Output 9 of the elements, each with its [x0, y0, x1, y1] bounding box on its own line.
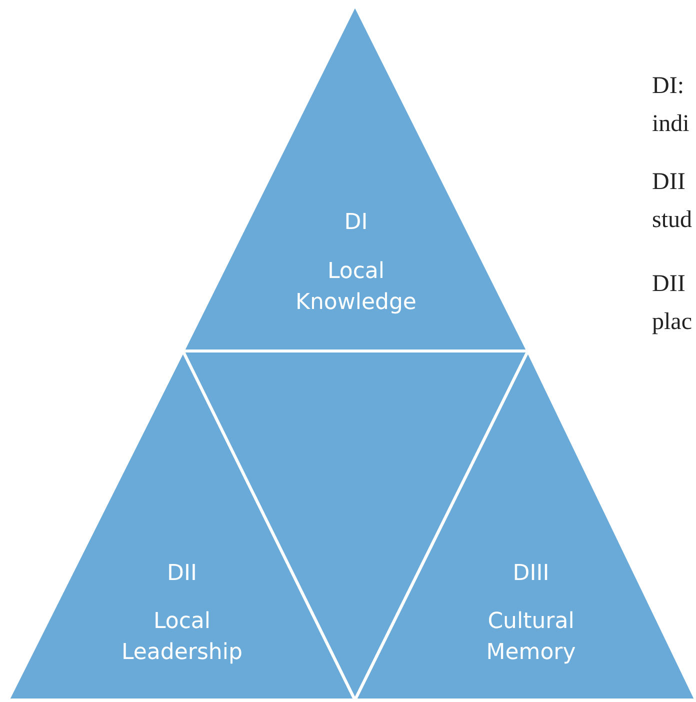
section-code: DIII: [512, 560, 550, 588]
section-code: DII: [166, 560, 198, 588]
note-text: DII plac: [652, 270, 693, 337]
section-title: Cultural Memory: [485, 608, 577, 667]
note-text: DI: indi: [652, 72, 690, 139]
section-title: Local Leadership: [120, 608, 244, 667]
section-code: DI: [343, 209, 369, 237]
section-title: Local Knowledge: [294, 258, 418, 317]
note-text: DII stud: [652, 168, 694, 235]
